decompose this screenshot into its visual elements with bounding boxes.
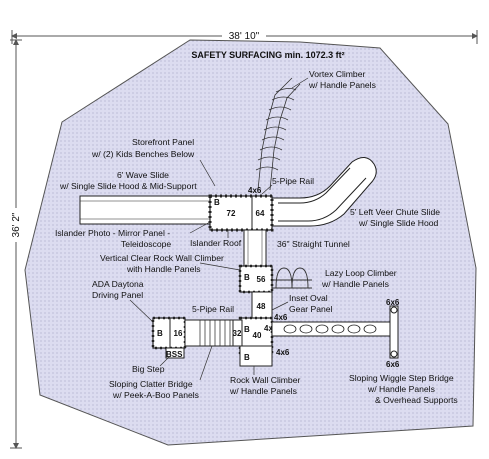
inset-oval-label-1: Inset Oval [289, 293, 328, 303]
middle-tower: B 56 48 B 40 4x6 [238, 264, 278, 356]
wave-slide-label-2: w/ Single Slide Hood & Mid-Support [59, 181, 197, 191]
islander-photo-label-1: Islander Photo - Mirror Panel - [55, 228, 170, 238]
big-step: BSS [165, 347, 185, 359]
vortex-label-1: Vortex Climber [309, 69, 365, 79]
deck-b-top: B [214, 198, 220, 207]
storefront-label-2: w/ (2) Kids Benches Below [91, 149, 195, 159]
deck-b-low: B [244, 353, 250, 362]
deck-b-40: B [244, 325, 250, 334]
deck-size-6x6-b: 6x6 [386, 360, 400, 369]
top-deck: B 72 64 4x6 [208, 186, 274, 232]
deck-64: 64 [256, 209, 265, 218]
deck-size-a: 4x6 [264, 324, 278, 333]
deck-72: 72 [227, 209, 236, 218]
veer-slide-label-1: 5' Left Veer Chute Slide [350, 207, 440, 217]
low-deck: B [239, 345, 273, 367]
rock-wall-vertical-label-1: Vertical Clear Rock Wall Climber [100, 253, 224, 263]
height-dimension: 36' 2" [9, 39, 22, 449]
straight-tunnel [243, 229, 267, 271]
vortex-label-2: w/ Handle Panels [308, 80, 376, 90]
lazy-loop-label-1: Lazy Loop Climber [325, 268, 397, 278]
deck-size-c: 4x6 [276, 348, 290, 357]
inset-oval-label-2: Gear Panel [289, 304, 333, 314]
big-step-label: Big Step [132, 364, 165, 374]
height-dimension-label: 36' 2" [11, 212, 22, 237]
five-pipe-rail-left-label: 5-Pipe Rail [192, 304, 234, 314]
veer-chute-slide [271, 157, 377, 227]
clatter-bridge: 32 [184, 319, 243, 347]
storefront-label-1: Storefront Panel [132, 137, 194, 147]
lazy-loop-climber [272, 267, 312, 289]
wave-slide-label-1: 6' Wave Slide [117, 170, 169, 180]
safety-surfacing-title: SAFETY SURFACING min. 1072.3 ft² [191, 50, 344, 60]
deck-b-left: B [157, 329, 163, 338]
deck-32: 32 [233, 329, 242, 338]
rock-wall-vertical-label-2: with Handle Panels [126, 264, 201, 274]
deck-size-6x6-a: 6x6 [386, 298, 400, 307]
deck-size-b: 4x6 [274, 313, 288, 322]
islander-roof-label: Islander Roof [190, 238, 242, 248]
width-dimension-label: 38' 10" [229, 31, 260, 42]
bss-code: BSS [166, 350, 183, 359]
deck-40: 40 [253, 331, 262, 340]
deck-16: 16 [174, 329, 183, 338]
rock-wall-climber-label-2: w/ Handle Panels [229, 386, 297, 396]
wiggle-step-bridge [271, 305, 399, 359]
deck-b-mid: B [244, 273, 250, 282]
wiggle-label-3: & Overhead Supports [375, 395, 458, 405]
clatter-label-1: Sloping Clatter Bridge [109, 379, 193, 389]
five-pipe-rail-top-label: 5-Pipe Rail [272, 176, 314, 186]
lazy-loop-label-2: w/ Handle Panels [321, 279, 389, 289]
islander-photo-label-2: Teleidoscope [121, 239, 171, 249]
rock-wall-climber-label-1: Rock Wall Climber [230, 375, 300, 385]
wiggle-label-2: w/ Handle Panels [367, 384, 435, 394]
wiggle-label-1: Sloping Wiggle Step Bridge [349, 373, 454, 383]
ada-label-1: ADA Daytona [92, 279, 144, 289]
wave-slide [79, 195, 211, 225]
veer-slide-label-2: w/ Single Slide Hood [358, 218, 439, 228]
clatter-label-2: w/ Peek-A-Boo Panels [112, 390, 199, 400]
deck-size-top: 4x6 [248, 186, 262, 195]
ada-label-2: Driving Panel [92, 290, 143, 300]
vortex-climber [255, 77, 301, 191]
tunnel-label: 36" Straight Tunnel [277, 239, 350, 249]
deck-56: 56 [257, 275, 266, 284]
deck-48: 48 [257, 302, 266, 311]
width-dimension: 38' 10" [11, 29, 478, 44]
